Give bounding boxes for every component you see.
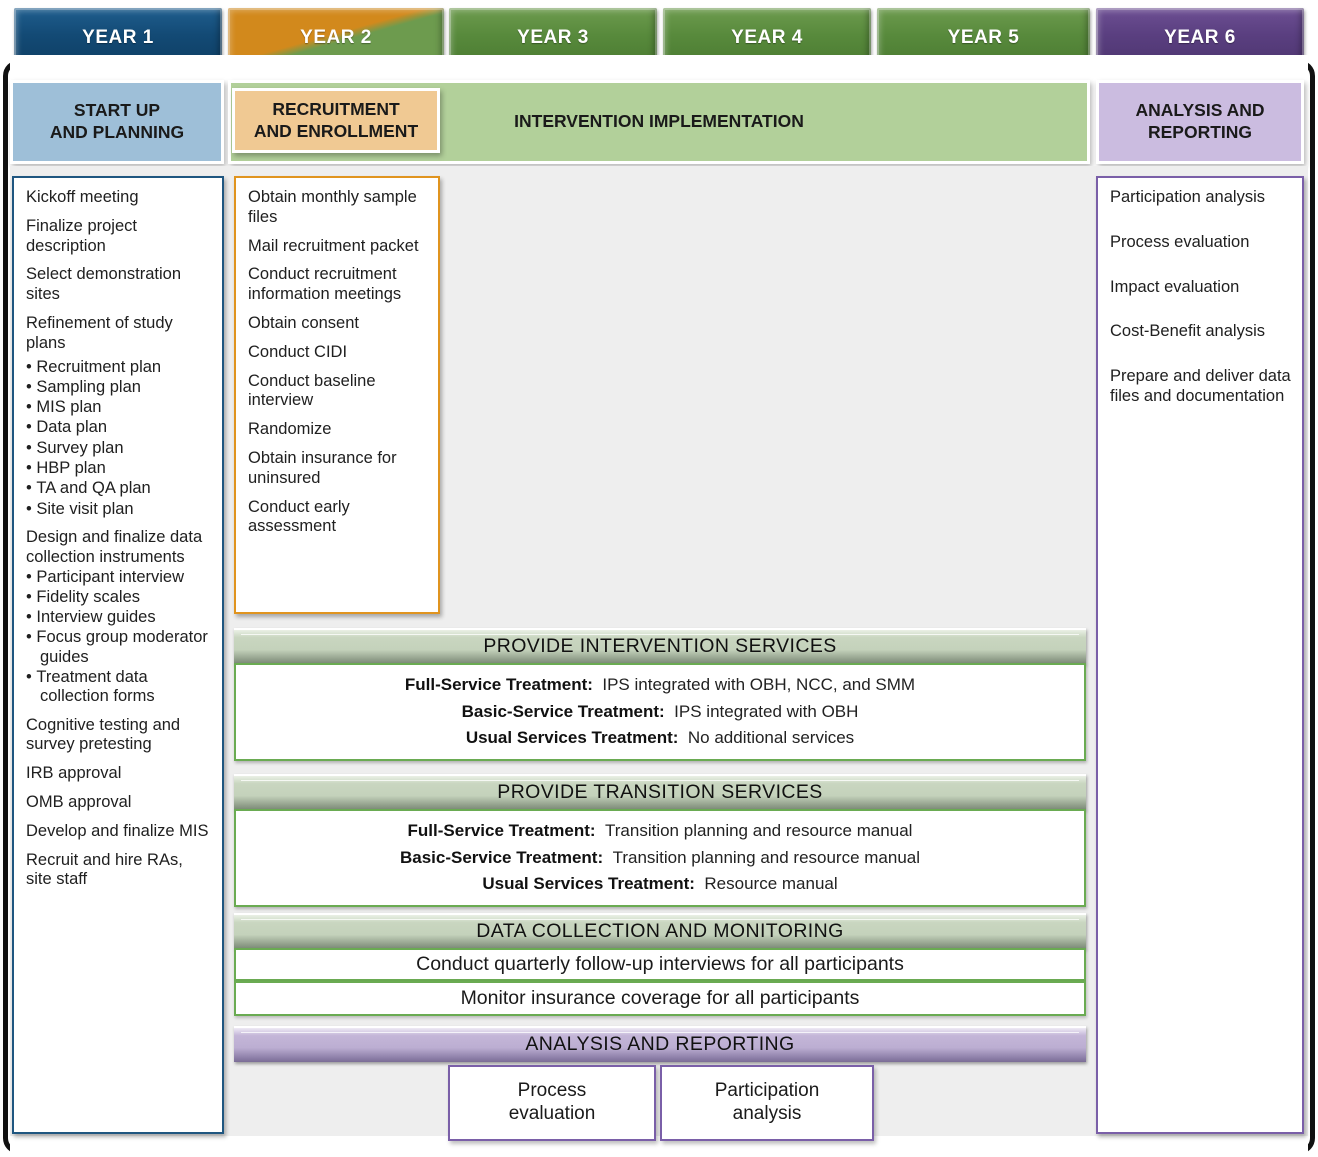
participation-analysis-box: Participation analysis xyxy=(660,1065,874,1141)
list-item: Kickoff meeting xyxy=(26,188,139,206)
treatment-label: Usual Services Treatment: xyxy=(482,874,695,894)
treatment-label: Full-Service Treatment: xyxy=(407,821,596,841)
banner-provide-intervention-services: PROVIDE INTERVENTION SERVICES xyxy=(234,628,1086,664)
list-item: HBP plan xyxy=(26,459,212,478)
list-item: Conduct recruitment information meetings xyxy=(248,265,402,304)
treatment-row: Full-Service Treatment: IPS integrated w… xyxy=(405,672,915,698)
list-item: Obtain consent xyxy=(248,313,359,332)
banner-label: PROVIDE TRANSITION SERVICES xyxy=(497,780,823,803)
recruitment-task-list: Obtain monthly sample files Mail recruit… xyxy=(234,176,440,614)
frame-mask-top xyxy=(10,55,1308,77)
phase-recruitment-label: RECRUITMENT AND ENROLLMENT xyxy=(253,98,419,141)
list-item: IRB approval xyxy=(26,764,122,783)
list-item: Cognitive testing and survey pretesting xyxy=(26,715,181,754)
banner-label: PROVIDE INTERVENTION SERVICES xyxy=(483,634,837,657)
process-evaluation-box: Process evaluation xyxy=(448,1065,656,1141)
list-item: OMB approval xyxy=(26,793,132,812)
treatment-value: Transition planning and resource manual xyxy=(612,847,921,867)
banner-label: DATA COLLECTION AND MONITORING xyxy=(476,919,844,942)
banner-provide-transition-services: PROVIDE TRANSITION SERVICES xyxy=(234,774,1086,810)
instrument-bullets: Participant interview Fidelity scales In… xyxy=(26,568,212,707)
process-evaluation-label: Process evaluation xyxy=(508,1080,596,1124)
phase-analysis-label: ANALYSIS AND REPORTING xyxy=(1135,100,1265,142)
banner-label: ANALYSIS AND REPORTING xyxy=(525,1032,795,1055)
list-item: Finalize project description xyxy=(26,216,137,255)
list-item: Conduct early assessment xyxy=(248,497,350,536)
treatment-label: Usual Services Treatment: xyxy=(465,728,679,748)
treatment-row: Basic-Service Treatment: Transition plan… xyxy=(400,845,920,871)
list-item: Sampling plan xyxy=(26,378,212,397)
startup-task-list: Kickoff meeting Finalize project descrip… xyxy=(12,176,224,1134)
data-collection-line-2-label: Monitor insurance coverage for all parti… xyxy=(460,987,860,1009)
year-tab-2-label: YEAR 2 xyxy=(300,27,372,48)
list-item: Conduct baseline interview xyxy=(248,371,376,410)
list-item: Site visit plan xyxy=(26,500,212,519)
treatment-row: Usual Services Treatment: No additional … xyxy=(466,725,854,751)
treatment-value: IPS integrated with OBH, NCC, and SMM xyxy=(602,675,916,695)
list-item: Treatment data collection forms xyxy=(26,668,212,707)
study-plan-bullets: Recruitment plan Sampling plan MIS plan … xyxy=(26,358,212,519)
list-item: Obtain monthly sample files xyxy=(248,188,417,226)
list-item: Recruitment plan xyxy=(26,358,212,377)
list-item: Participant interview xyxy=(26,568,212,587)
list-item: Recruit and hire RAs, site staff xyxy=(26,850,183,889)
list-item: Impact evaluation xyxy=(1110,277,1240,296)
banner-analysis-and-reporting: ANALYSIS AND REPORTING xyxy=(234,1026,1086,1062)
treatment-value: Resource manual xyxy=(704,874,838,894)
list-item: Cost-Benefit analysis xyxy=(1110,322,1265,341)
phase-analysis-and-reporting: ANALYSIS AND REPORTING xyxy=(1096,80,1304,164)
frame-mask-bottom xyxy=(10,1136,1308,1157)
phase-header-band: START UP AND PLANNING INTERVENTION IMPLE… xyxy=(0,80,1318,164)
list-item: Obtain insurance for uninsured xyxy=(248,448,397,487)
list-item: Develop and finalize MIS xyxy=(26,821,209,840)
banner-data-collection-and-monitoring: DATA COLLECTION AND MONITORING xyxy=(234,913,1086,949)
list-item: Data plan xyxy=(26,418,212,437)
banner-bevel xyxy=(234,628,1086,664)
treatment-row: Usual Services Treatment: Resource manua… xyxy=(482,871,837,897)
list-item: TA and QA plan xyxy=(26,479,212,498)
list-item: Mail recruitment packet xyxy=(248,236,419,255)
list-item: Interview guides xyxy=(26,608,212,627)
treatment-value: IPS integrated with OBH xyxy=(674,701,859,721)
list-item: Survey plan xyxy=(26,439,212,458)
transition-services-box: Full-Service Treatment: Transition plann… xyxy=(234,809,1086,907)
phase-intervention-label: INTERVENTION IMPLEMENTATION xyxy=(514,111,804,132)
year-tab-6-label: YEAR 6 xyxy=(1164,27,1236,48)
year-tab-3-label: YEAR 3 xyxy=(517,27,589,48)
phase-start-up-label: START UP AND PLANNING xyxy=(49,100,185,142)
list-item: Refinement of study plans xyxy=(26,313,173,352)
treatment-row: Basic-Service Treatment: IPS integrated … xyxy=(462,699,859,725)
banner-bevel xyxy=(234,774,1086,810)
banner-bevel xyxy=(234,1026,1086,1062)
list-item: Fidelity scales xyxy=(26,588,212,607)
treatment-label: Basic-Service Treatment: xyxy=(399,847,604,867)
treatment-row: Full-Service Treatment: Transition plann… xyxy=(408,818,913,844)
treatment-value: Transition planning and resource manual xyxy=(605,821,913,841)
analysis-task-list: Participation analysis Process evaluatio… xyxy=(1096,176,1304,1134)
list-item: Focus group moderator guides xyxy=(26,628,212,667)
phase-recruitment-and-enrollment: RECRUITMENT AND ENROLLMENT xyxy=(232,88,440,153)
phase-start-up-and-planning: START UP AND PLANNING xyxy=(10,80,224,164)
list-item: Randomize xyxy=(248,420,332,439)
year-tab-4-label: YEAR 4 xyxy=(731,27,803,48)
year-tab-5-label: YEAR 5 xyxy=(947,27,1020,48)
list-item: Process evaluation xyxy=(1110,232,1250,251)
list-item: Select demonstration sites xyxy=(26,265,182,304)
data-collection-line-1: Conduct quarterly follow-up interviews f… xyxy=(234,948,1086,981)
year-tab-1-label: YEAR 1 xyxy=(82,27,154,48)
treatment-value: No additional services xyxy=(687,728,855,748)
participation-analysis-label: Participation analysis xyxy=(714,1080,820,1124)
treatment-label: Basic-Service Treatment: xyxy=(461,701,665,721)
list-item: Design and finalize data collection inst… xyxy=(26,527,203,566)
list-item: Participation analysis xyxy=(1110,188,1265,206)
data-collection-line-2: Monitor insurance coverage for all parti… xyxy=(234,981,1086,1016)
intervention-services-box: Full-Service Treatment: IPS integrated w… xyxy=(234,663,1086,761)
treatment-label: Full-Service Treatment: xyxy=(404,675,593,695)
data-collection-line-1-label: Conduct quarterly follow-up interviews f… xyxy=(416,953,904,975)
list-item: MIS plan xyxy=(26,398,212,417)
list-item: Prepare and deliver data files and docum… xyxy=(1110,367,1291,405)
banner-bevel xyxy=(234,913,1086,949)
list-item: Conduct CIDI xyxy=(248,342,348,361)
